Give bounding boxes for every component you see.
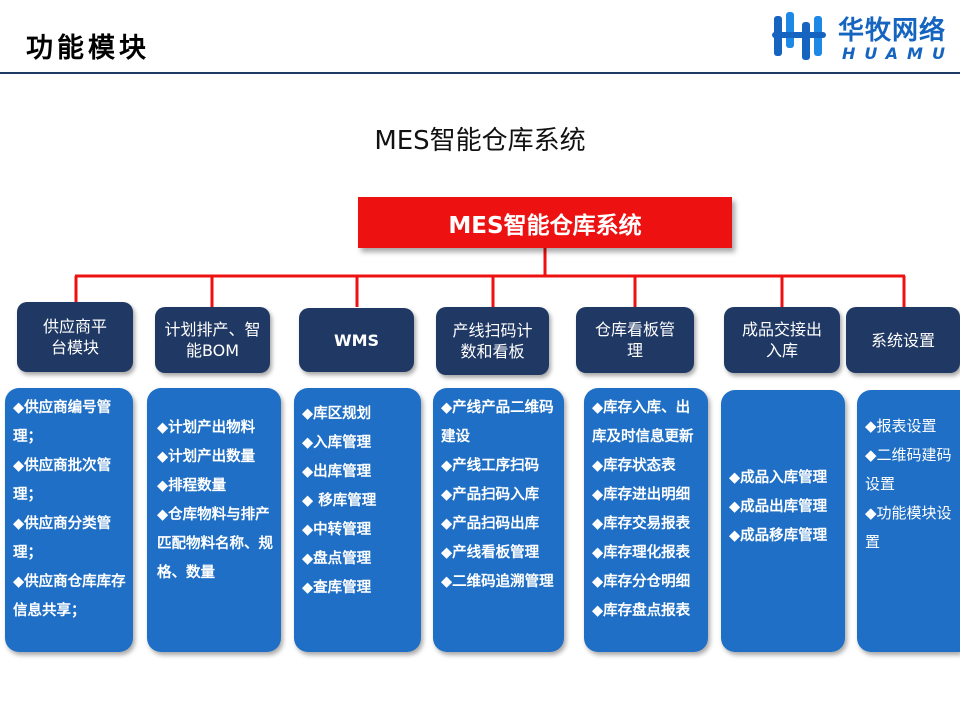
list-item: ◆功能模块设置 — [865, 504, 952, 551]
list-item: ◆二维码追溯管理 — [441, 574, 554, 590]
logo-name-en: HUAMU — [842, 44, 954, 63]
list-item: ◆入库管理 — [302, 435, 372, 451]
list-item: ◆ 移库管理 — [302, 493, 377, 509]
list-item: ◆成品入库管理 — [729, 469, 828, 486]
root-node: MES智能仓库系统 — [358, 197, 732, 248]
list-item: ◆中转管理 — [302, 522, 372, 538]
module-supplier-platform: 供应商平台模块 — [17, 302, 133, 372]
list-item: ◆产线产品二维码建设 — [441, 400, 554, 445]
list-item: ◆供应商编号管理； — [13, 400, 112, 445]
list-item: ◆成品移库管理 — [729, 527, 828, 544]
detail-finished-goods: ◆成品入库管理 ◆成品出库管理 ◆成品移库管理 — [721, 390, 845, 652]
list-item: ◆库存理化报表 — [592, 545, 691, 561]
list-item: ◆产品扫码出库 — [441, 516, 540, 532]
list-item: ◆供应商分类管理； — [13, 516, 112, 561]
detail-wms: ◆库区规划 ◆入库管理 ◆出库管理 ◆ 移库管理 ◆中转管理 ◆盘点管理 ◆查库… — [294, 388, 421, 652]
list-item: ◆供应商仓库库存信息共享； — [13, 574, 126, 619]
list-item: ◆库存分仓明细 — [592, 574, 691, 590]
module-system-settings: 系统设置 — [846, 307, 960, 373]
header-divider — [0, 72, 960, 74]
list-item: ◆计划产出数量 — [157, 449, 256, 465]
list-item: ◆成品出库管理 — [729, 498, 828, 515]
company-logo: 华牧网络 HUAMU — [768, 8, 953, 66]
detail-planning-bom: ◆计划产出物料 ◆计划产出数量 ◆排程数量 ◆仓库物料与排产匹配物料名称、规格、… — [147, 388, 281, 652]
module-finished-goods: 成品交接出入库 — [724, 307, 840, 373]
detail-system-settings: ◆报表设置 ◆二维码建码设置 ◆功能模块设置 — [857, 390, 960, 652]
module-planning-bom: 计划排产、智能BOM — [155, 307, 270, 373]
module-wms: WMS — [299, 308, 414, 372]
list-item: ◆产品扫码入库 — [441, 487, 540, 503]
list-item: ◆供应商批次管理； — [13, 458, 112, 503]
list-item: ◆库存进出明细 — [592, 487, 691, 503]
detail-supplier-platform: ◆供应商编号管理； ◆供应商批次管理； ◆供应商分类管理； ◆供应商仓库库存信息… — [5, 388, 133, 652]
list-item: ◆库区规划 — [302, 406, 372, 422]
page-title: 功能模块 — [26, 33, 150, 64]
detail-line-scan-kanban: ◆产线产品二维码建设 ◆产线工序扫码 ◆产品扫码入库 ◆产品扫码出库 ◆产线看板… — [433, 388, 564, 652]
list-item: ◆库存盘点报表 — [592, 603, 691, 619]
list-item: ◆仓库物料与排产匹配物料名称、规格、数量 — [157, 507, 273, 581]
list-item: ◆报表设置 — [865, 417, 937, 435]
list-item: ◆库存交易报表 — [592, 516, 691, 532]
list-item: ◆出库管理 — [302, 464, 372, 480]
list-item: ◆计划产出物料 — [157, 420, 256, 436]
list-item: ◆库存入库、出库及时信息更新 — [592, 400, 694, 445]
list-item: ◆库存状态表 — [592, 458, 676, 474]
list-item: ◆排程数量 — [157, 478, 227, 494]
list-item: ◆查库管理 — [302, 580, 372, 596]
module-line-scan-kanban: 产线扫码计数和看板 — [436, 307, 549, 375]
logo-name-cn: 华牧网络 — [838, 16, 947, 46]
list-item: ◆盘点管理 — [302, 551, 372, 567]
diagram-heading: MES智能仓库系统 — [374, 126, 586, 156]
list-item: ◆二维码建码设置 — [865, 446, 952, 493]
list-item: ◆产线工序扫码 — [441, 458, 540, 474]
list-item: ◆产线看板管理 — [441, 545, 540, 561]
module-warehouse-kanban: 仓库看板管理 — [576, 307, 694, 373]
detail-warehouse-kanban: ◆库存入库、出库及时信息更新 ◆库存状态表 ◆库存进出明细 ◆库存交易报表 ◆库… — [584, 388, 708, 652]
huamu-logo-icon — [772, 12, 826, 60]
